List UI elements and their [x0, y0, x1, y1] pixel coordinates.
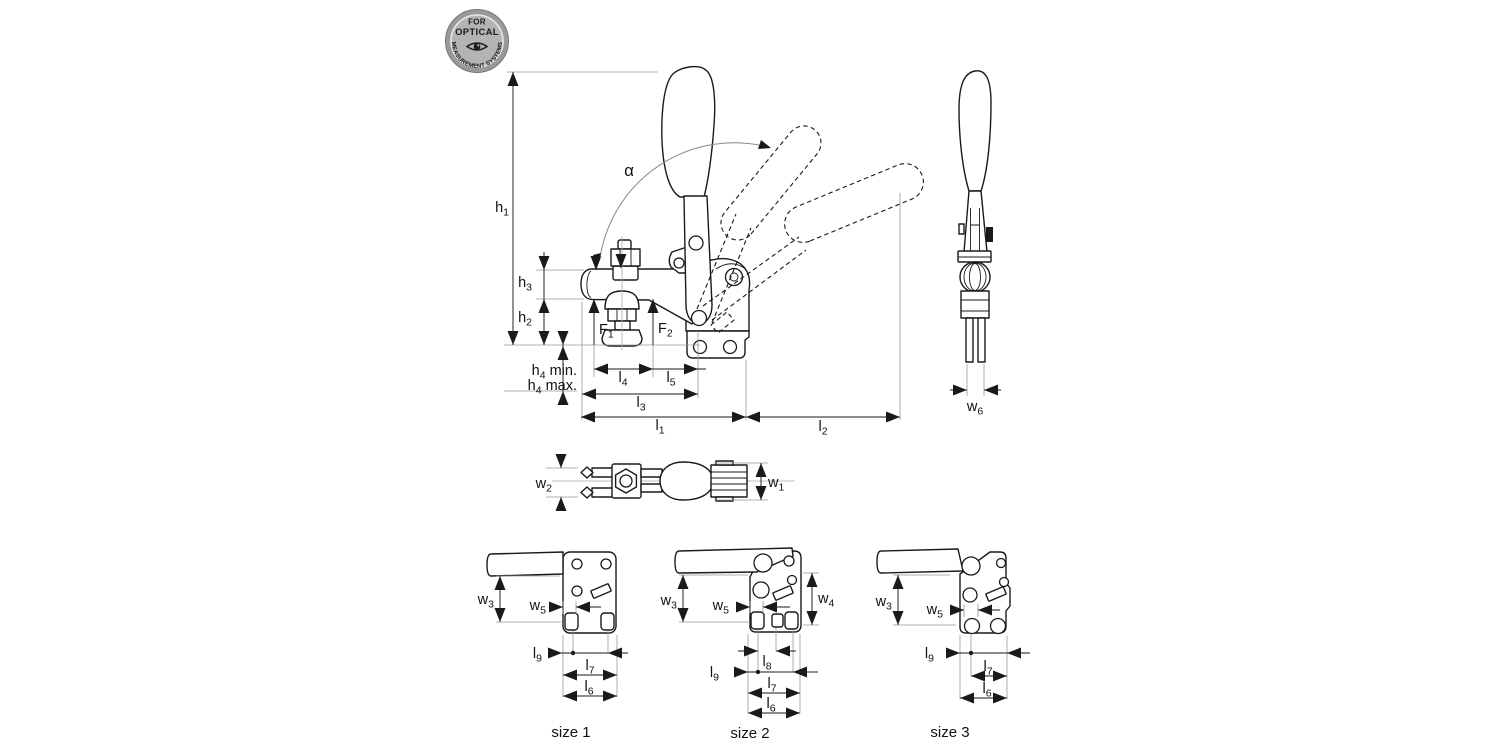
- arm-washer: [612, 265, 639, 281]
- dim-label-l3: l3: [636, 395, 645, 414]
- side-view: w6: [950, 70, 1001, 418]
- optical-measurement-badge: FOR OPTICAL MEASUREMENT SYSTEMS: [445, 9, 509, 73]
- side-latch: [986, 227, 993, 242]
- size-1-caption: size 1: [551, 724, 590, 741]
- handle-open-position-1: [696, 125, 822, 324]
- top-prongs: [580, 466, 614, 499]
- dim-label-w3: w3: [875, 594, 892, 613]
- size1-arm: [486, 551, 564, 577]
- top-view: w1 w2: [535, 454, 795, 511]
- dim-label-f2: F2: [658, 321, 673, 340]
- dim-label-l2: l2: [818, 419, 827, 438]
- dim-label-l8: l8: [762, 654, 771, 673]
- size2-pivot: [753, 553, 773, 573]
- side-knob: [959, 261, 991, 293]
- front-view: [580, 65, 924, 359]
- size-3-view: w3 w5 l9 l7 l6 size 3: [875, 548, 1030, 741]
- dim-label-l9: l9: [925, 646, 934, 665]
- dim-label-l7: l7: [767, 676, 776, 695]
- top-link-block: [710, 464, 748, 498]
- front-view-dimensions: h1 h3 h2 h4 min. h4 max. F1 F2 α l4 l5 l…: [495, 71, 901, 438]
- side-prong: [977, 317, 986, 363]
- dim-label-l9: l9: [533, 646, 542, 665]
- clamp-spindle-shaft: [614, 320, 631, 331]
- eye-icon: [465, 42, 489, 51]
- dim-label-w5: w5: [712, 598, 729, 617]
- spindle-cap: [617, 239, 632, 250]
- dim-label-h2: h2: [518, 310, 532, 329]
- badge-line-for: FOR: [468, 18, 486, 27]
- dim-label-w2: w2: [535, 476, 552, 495]
- mounting-hole: [692, 339, 708, 355]
- dim-label-f1: F1: [599, 322, 614, 341]
- dim-label-l5: l5: [666, 370, 675, 389]
- dim-label-l4: l4: [618, 370, 627, 389]
- dim-label-h1: h1: [495, 200, 509, 219]
- side-prong: [965, 317, 974, 363]
- spindle-nut: [610, 248, 641, 267]
- dim-label-h3: h3: [518, 275, 532, 294]
- clamping-arm: [580, 268, 701, 325]
- dim-label-h4-max: h4 max.: [528, 378, 577, 397]
- side-handle: [958, 70, 992, 192]
- dim-label-w6: w6: [966, 399, 983, 418]
- dim-label-l7: l7: [585, 658, 594, 677]
- dim-label-h4-min: h4 min.: [532, 363, 577, 382]
- dim-label-alpha: α: [624, 161, 634, 180]
- dim-label-l6: l6: [584, 679, 593, 698]
- dim-label-w3: w3: [660, 593, 677, 612]
- dim-label-l9: l9: [710, 665, 719, 684]
- dim-label-l6: l6: [982, 681, 991, 700]
- side-bracket: [960, 290, 990, 319]
- badge-line-optical: OPTICAL: [455, 27, 499, 38]
- dim-label-w5: w5: [529, 598, 546, 617]
- size3-pivot: [961, 556, 981, 576]
- dim-label-w4: w4: [817, 591, 834, 610]
- handle-lever: [683, 195, 713, 325]
- size-2-caption: size 2: [730, 725, 769, 742]
- size-2-view: w3 w4 w5 l8 l9 l7 l6 size 2: [660, 547, 834, 742]
- dim-label-l6: l6: [766, 696, 775, 715]
- dim-label-w1: w1: [767, 475, 784, 494]
- pivot-pin: [724, 267, 744, 287]
- side-collar: [957, 250, 992, 263]
- mounting-hole: [722, 339, 738, 355]
- size3-arm: [876, 548, 964, 574]
- handle-open-position-2: [702, 163, 924, 334]
- top-handle: [659, 461, 714, 501]
- dim-label-w3: w3: [477, 592, 494, 611]
- dim-label-w5: w5: [926, 602, 943, 621]
- handle-grip: [661, 65, 716, 198]
- dim-label-l7: l7: [983, 659, 992, 678]
- side-clevis: [963, 190, 988, 253]
- size-1-view: w3 w5 l9 l7 l6 size 1: [477, 551, 628, 741]
- dim-label-l1: l1: [655, 418, 664, 437]
- size-3-caption: size 3: [930, 724, 969, 741]
